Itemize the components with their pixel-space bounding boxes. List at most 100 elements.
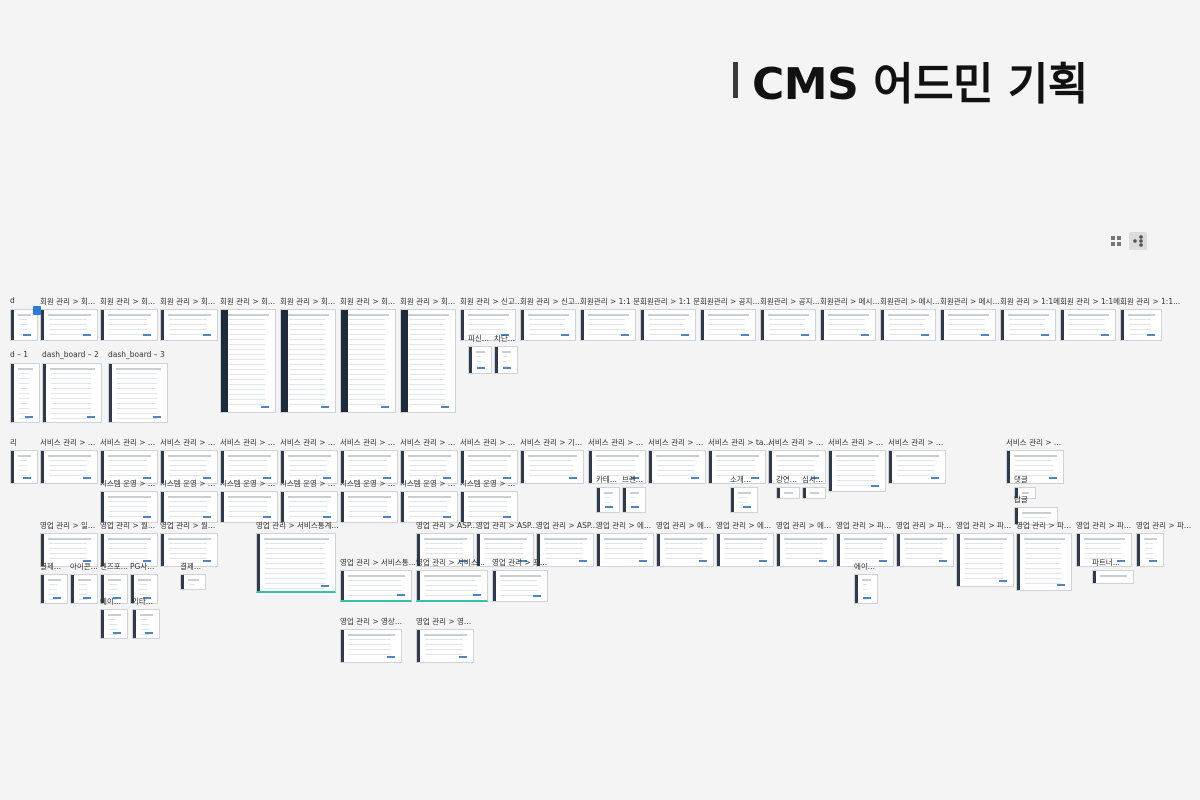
frame-thumbnail[interactable] [1076,533,1132,567]
frame-thumbnail[interactable] [400,491,458,523]
frame-thumbnail[interactable] [416,533,474,567]
frame-thumbnail[interactable] [256,533,336,593]
thumb-row [49,543,87,544]
frame-thumbnail[interactable] [220,491,278,523]
frame-thumbnail[interactable] [476,533,534,567]
grid-view-button[interactable] [1107,232,1125,250]
frame-thumbnail[interactable] [460,491,518,523]
frame-thumbnail[interactable] [130,574,158,604]
frame-label: 영업 관리 > 서비스... [416,558,485,567]
frame-thumbnail[interactable] [940,309,996,341]
frame-thumbnail[interactable] [1060,309,1116,341]
frame-thumbnail[interactable] [760,309,816,341]
frame-thumbnail[interactable] [776,487,800,499]
frame-thumbnail[interactable] [10,450,38,484]
frame-thumbnail[interactable] [160,491,218,523]
frame-thumbnail[interactable] [596,533,654,567]
frame-thumbnail[interactable] [820,309,876,341]
frame-thumbnail[interactable] [280,491,338,523]
thumb-button [323,516,331,518]
frame-thumbnail[interactable] [588,450,646,484]
frame-thumbnail[interactable] [132,609,160,639]
frame-thumbnail[interactable] [708,450,766,484]
frame-thumbnail[interactable] [802,487,826,499]
frame-thumbnail[interactable] [854,574,878,604]
frame-thumbnail[interactable] [220,450,278,484]
frame-thumbnail[interactable] [340,570,412,602]
frame-thumbnail[interactable] [520,450,584,484]
frame-thumbnail[interactable] [100,533,158,567]
frame-thumbnail[interactable] [100,450,158,484]
frame-thumbnail[interactable] [10,363,40,423]
frame-thumbnail[interactable] [220,309,276,413]
frame-thumbnail[interactable] [400,450,458,484]
frame-thumbnail[interactable] [100,309,158,341]
frame-thumbnail[interactable] [828,450,886,492]
frame-thumbnail[interactable] [100,491,158,523]
frame-thumbnail[interactable] [180,574,206,590]
frame-thumbnail[interactable] [468,346,492,374]
frame-thumbnail[interactable] [536,533,594,567]
frame-thumbnail[interactable] [40,533,98,567]
frame-thumbnail[interactable] [160,533,218,567]
thumb-row [589,334,625,335]
frame-thumbnail[interactable] [494,346,518,374]
frame-thumbnail[interactable] [1120,309,1162,341]
frame-thumbnail[interactable] [40,574,68,604]
frame-thumbnail[interactable] [640,309,696,341]
frame-thumbnail[interactable] [730,487,758,513]
frame-thumbnail[interactable] [416,570,488,602]
frame-thumbnail[interactable] [716,533,774,567]
frame-thumbnail[interactable] [340,309,396,413]
frame-thumbnail[interactable] [40,309,98,341]
frame-thumbnail[interactable] [10,309,38,341]
frame-thumbnail[interactable] [888,450,946,484]
thumb-button [83,597,91,599]
frame-thumbnail[interactable] [520,309,576,341]
frame-label: 영업 관리 > 서비스통계... [256,521,339,530]
frame-thumbnail[interactable] [776,533,834,567]
frame-thumbnail[interactable] [880,309,936,341]
frame-thumbnail[interactable] [40,450,98,484]
frame-thumbnail[interactable] [42,363,102,423]
frame-thumbnail[interactable] [460,309,516,341]
frame-thumbnail[interactable] [1006,450,1064,484]
thumb-row [529,470,573,471]
frame-thumbnail[interactable] [596,487,620,513]
thumb-sidebar [41,451,44,483]
frame-thumbnail[interactable] [400,309,456,413]
frame-thumbnail[interactable] [460,450,518,484]
frame-thumbnail[interactable] [1136,533,1164,567]
frame-thumbnail[interactable] [160,450,218,484]
frame-thumbnail[interactable] [580,309,636,341]
frame-thumbnail[interactable] [836,533,894,567]
frame-thumbnail[interactable] [1014,507,1058,525]
frame-thumbnail[interactable] [340,450,398,484]
frame-thumbnail[interactable] [1000,309,1056,341]
frame-thumbnail[interactable] [100,609,128,639]
node-view-button[interactable] [1129,232,1147,250]
frame-thumbnail[interactable] [1092,570,1134,584]
frame-thumbnail[interactable] [648,450,706,484]
frame-thumbnail[interactable] [100,574,128,604]
frame-thumbnail[interactable] [768,450,826,484]
frame-thumbnail[interactable] [956,533,1014,587]
frame-thumbnail[interactable] [1016,533,1072,591]
frame-thumbnail[interactable] [340,629,402,663]
thumb-header [1128,314,1155,316]
frame-thumbnail[interactable] [622,487,646,513]
thumb-row [169,516,207,517]
frame-thumbnail[interactable] [1014,487,1036,499]
frame-thumbnail[interactable] [280,450,338,484]
frame-thumbnail[interactable] [280,309,336,413]
frame-thumbnail[interactable] [416,629,474,663]
frame-thumbnail[interactable] [340,491,398,523]
frame-thumbnail[interactable] [108,363,168,423]
frame-thumbnail[interactable] [70,574,98,604]
frame-thumbnail[interactable] [896,533,954,567]
frame-thumbnail[interactable] [492,570,548,602]
frame-thumbnail[interactable] [160,309,218,341]
frame-thumbnail[interactable] [656,533,714,567]
frame-thumbnail[interactable] [700,309,756,341]
